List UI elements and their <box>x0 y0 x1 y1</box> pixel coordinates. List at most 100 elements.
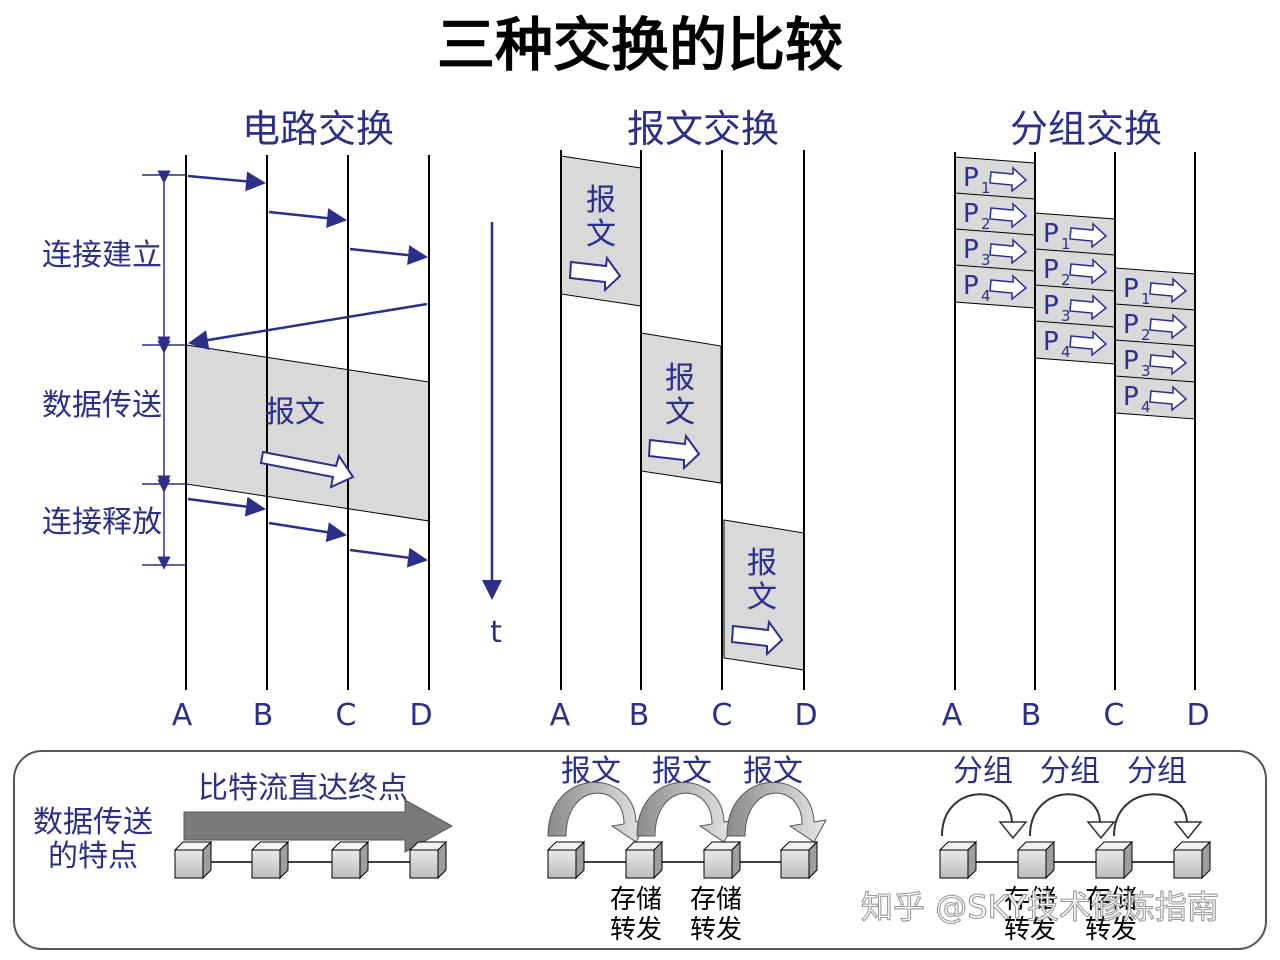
packet-label: P <box>1043 219 1059 249</box>
bitstream-arrow-icon <box>183 799 454 853</box>
packet-switching-title: 分组交换 <box>1010 107 1162 151</box>
packet-node-c: C <box>1104 698 1125 733</box>
packet-label: P <box>1123 310 1139 340</box>
packet-unit-label-1: 分组 <box>953 754 1013 789</box>
packet-unit-label-2: 分组 <box>1040 754 1100 789</box>
packet-arrow-icon <box>1149 385 1188 412</box>
packet-label: P <box>963 235 979 265</box>
circuit-node-c: C <box>336 698 357 733</box>
setup-arrow-ab <box>187 171 266 192</box>
node-cube-icon <box>250 840 290 880</box>
circuit-node-d: D <box>409 698 432 733</box>
message-label-1: 报文 <box>586 183 616 252</box>
packet-arrow-icon <box>989 166 1028 193</box>
store-forward-arrow-icon <box>1029 793 1116 840</box>
packet-label: P <box>1043 327 1059 357</box>
packet-unit-label-3: 分组 <box>1127 754 1187 789</box>
packet-label: P <box>1043 255 1059 285</box>
node-cube-icon <box>779 840 819 880</box>
packet-label-sub: 4 <box>981 287 991 305</box>
packet-label: P <box>963 271 979 301</box>
message-switching-panel: 报文交换 报文 报文 报文 A B C D <box>550 107 818 733</box>
store-forward-label-2b: 转发 <box>690 915 742 945</box>
time-axis: t <box>482 222 502 650</box>
packet-label-sub: 1 <box>1061 235 1071 253</box>
bitstream-caption: 比特流直达终点 <box>198 771 408 806</box>
packet-label: P <box>963 199 979 229</box>
node-cube-icon <box>624 840 664 880</box>
phase-bracket <box>142 170 186 570</box>
node-cube-icon <box>408 840 448 880</box>
node-cube-icon <box>546 840 586 880</box>
packet-label-sub: 1 <box>1141 290 1151 308</box>
release-arrow-ab <box>187 496 266 517</box>
release-arrow-bc <box>268 521 347 543</box>
circuit-node-a: A <box>172 698 193 733</box>
node-cube-icon <box>702 840 742 880</box>
packet-label: P <box>1043 291 1059 321</box>
packet-label: P <box>1123 382 1139 412</box>
setup-arrow-cd <box>349 245 428 266</box>
packet-label-sub: 3 <box>981 251 991 269</box>
packet-arrow-icon <box>1069 222 1108 249</box>
store-forward-label-4a: 存储 <box>1085 885 1137 915</box>
store-forward-arrow-icon <box>1113 793 1203 840</box>
svg-text:报文: 报文 <box>586 183 616 252</box>
packet-arrow-icon <box>1149 349 1188 376</box>
release-arrow-cd <box>349 547 428 568</box>
circuit-node-b: B <box>253 698 274 733</box>
watermark: 知乎 @SKY技术修炼指南 <box>861 888 1219 926</box>
packet-label: P <box>1123 346 1139 376</box>
packet-label-sub: 1 <box>981 179 991 197</box>
circuit-switching-title: 电路交换 <box>242 107 394 151</box>
packet-label-sub: 2 <box>981 215 991 233</box>
packet-arrow-icon <box>1069 294 1108 321</box>
packet-node-b: B <box>1021 698 1042 733</box>
store-forward-arrow-icon <box>726 781 827 843</box>
message-arrow-icon <box>568 255 622 293</box>
message-node-c: C <box>712 698 733 733</box>
phase-label-release: 连接释放 <box>42 505 162 540</box>
circuit-message-label: 报文 <box>265 395 325 430</box>
node-cube-icon <box>1016 840 1056 880</box>
packet-arrow-icon <box>989 202 1028 229</box>
circuit-switching-panel: 电路交换 报文 连接建立 数据传送 连接释放 <box>42 107 433 733</box>
node-cube-icon <box>1094 840 1134 880</box>
store-forward-label-3a: 存储 <box>1004 885 1056 915</box>
message-switching-title: 报文交换 <box>627 107 779 151</box>
packet-arrow-icon <box>1149 313 1188 340</box>
message-arrow-icon <box>647 433 701 471</box>
packet-label-sub: 2 <box>1061 271 1071 289</box>
circuit-data-block <box>185 344 430 522</box>
store-forward-label-2a: 存储 <box>690 885 742 915</box>
store-forward-arrow-icon <box>941 793 1028 840</box>
svg-text:报文: 报文 <box>747 546 777 615</box>
store-forward-label-1b: 转发 <box>610 915 662 945</box>
message-arrow-icon <box>730 619 784 657</box>
setup-ack-arrow <box>188 302 428 350</box>
characteristics-box: 数据传送 的特点 比特流直达终点 报文 报文 报文 分组 分组 分组 存储 转发… <box>13 750 1267 950</box>
phase-label-setup: 连接建立 <box>42 238 162 273</box>
packet-label-sub: 2 <box>1141 326 1151 344</box>
store-forward-label-3b: 转发 <box>1004 915 1056 945</box>
packet-label: P <box>963 163 979 193</box>
packet-node-d: D <box>1186 698 1209 733</box>
store-forward-label-1a: 存储 <box>610 885 662 915</box>
setup-arrow-bc <box>268 208 347 229</box>
message-node-b: B <box>629 698 650 733</box>
packet-label-sub: 3 <box>1141 362 1151 380</box>
message-node-d: D <box>794 698 817 733</box>
message-node-a: A <box>550 698 571 733</box>
packet-label-sub: 4 <box>1061 343 1071 361</box>
packet-node-a: A <box>942 698 963 733</box>
node-cube-icon <box>938 840 978 880</box>
